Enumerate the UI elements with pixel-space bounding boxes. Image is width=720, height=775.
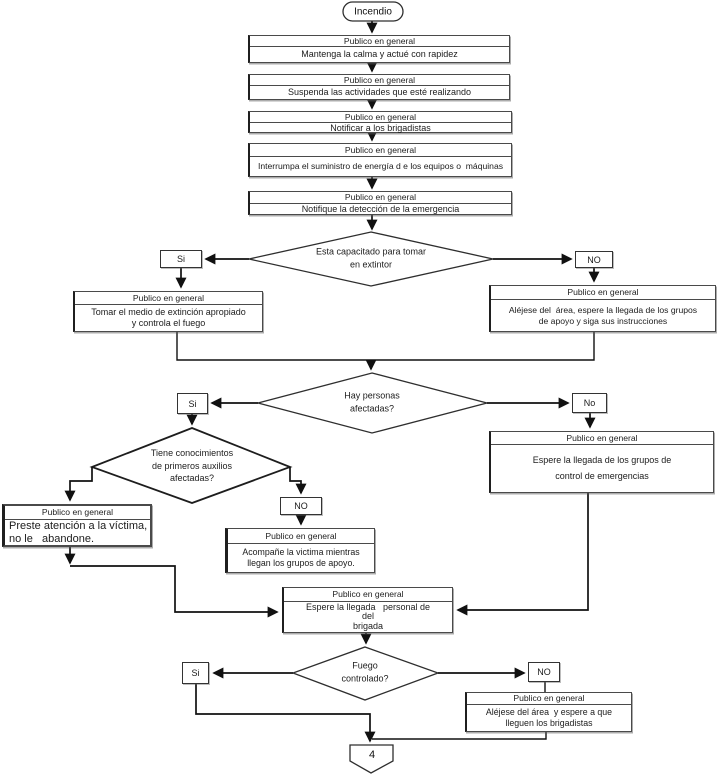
decision-fuego-label: Fuego controlado?: [341, 660, 389, 683]
box-header: Publico en general: [250, 144, 511, 157]
box-body: Interrumpa el suministro de energía d e …: [257, 161, 504, 172]
decision-conocimientos-label: Tiene conocimientos de primeros auxilios…: [150, 448, 234, 484]
offpage-connector-label: 4: [368, 749, 376, 761]
box-body: Mantenga la calma y actué con rapidez: [301, 48, 458, 59]
arrow-preste-espere-personal: [70, 565, 279, 618]
no4-tag: NO: [528, 662, 560, 682]
box-header: Publico en general: [250, 112, 511, 123]
box-body: Aléjese del área, espere la llegada de l…: [508, 304, 698, 326]
yes1-tag: Si: [160, 250, 202, 268]
box-header: Publico en general: [5, 506, 150, 520]
decision-fuego-diamond: [291, 646, 440, 701]
box-notifique-emergencia: Publico en general Notifique la detecció…: [248, 191, 512, 215]
box-body: Aléjese del área y espere a que lleguen …: [485, 707, 613, 728]
box-header: Publico en general: [250, 36, 509, 47]
box-header: Publico en general: [284, 588, 452, 602]
decision-personas-diamond: [255, 372, 490, 434]
box-header: Publico en general: [228, 529, 374, 544]
decision-conocimientos-diamond: [89, 427, 293, 504]
box-body: Notifique la detección de la emergencia: [301, 204, 460, 214]
start-label: Incendio: [354, 6, 392, 18]
box-notificar-brigadistas: Publico en general Notificar a los briga…: [248, 111, 512, 133]
box-preste-atencion: Publico en general Preste atención a la …: [2, 504, 152, 547]
box-espere-personal-brigada: Publico en general Espere la llegada per…: [282, 587, 453, 633]
no1-tag: NO: [575, 251, 613, 268]
box-interrumpa-energia: Publico en general Interrumpa el suminis…: [248, 143, 512, 177]
box-header: Publico en general: [250, 75, 509, 86]
yes3-tag: Si: [182, 662, 209, 684]
no3-tag: NO: [280, 497, 322, 515]
decision-capacitado-label: Esta capacitado para tomar en extintor: [315, 246, 427, 269]
box-body: Espere la llegada de los grupos de contr…: [532, 455, 672, 481]
box-body: Preste atención a la víctima, no le aban…: [9, 520, 148, 545]
box-suspenda-actividades: Publico en general Suspenda las activida…: [248, 74, 510, 100]
box-header: Publico en general: [75, 292, 262, 305]
arrow-grupos-espere-personal: [456, 493, 589, 616]
box-header: Publico en general: [467, 693, 631, 705]
offpage-connector-shape: [349, 744, 394, 774]
box-tomar-extincion: Publico en general Tomar el medio de ext…: [73, 291, 263, 332]
box-header: Publico en general: [250, 192, 511, 204]
box-mantenga-calma: Publico en general Mantenga la calma y a…: [248, 35, 510, 63]
box-alejese-brigadistas: Publico en general Aléjese del área y es…: [465, 692, 632, 732]
box-body: Notificar a los brigadistas: [330, 123, 431, 133]
decision-personas-label: Hay personas afectadas?: [344, 390, 400, 413]
arrow-d3-left-preste: [64, 467, 93, 502]
no2-tag: No: [572, 393, 607, 413]
box-header: Publico en general: [491, 286, 715, 300]
box-body: Acompañe la victima mientras llegan los …: [242, 547, 360, 568]
box-espere-grupos-control: Publico en general Espere la llegada de …: [489, 431, 714, 493]
decision-capacitado-diamond: [248, 231, 494, 287]
box-body: Tomar el medio de extinción apropiado y …: [91, 306, 246, 328]
start-terminator-shape: [342, 1, 404, 22]
box-header: Publico en general: [491, 432, 713, 445]
arrow-d3-right-no: [289, 467, 307, 495]
box-alejese-area-apoyo: Publico en general Aléjese del área, esp…: [489, 285, 716, 332]
arrow-si3-connector: [195, 684, 376, 743]
box-acompane-victima: Publico en general Acompañe la victima m…: [225, 528, 375, 573]
box-body: Espere la llegada personal de del brigad…: [305, 601, 431, 631]
box-body: Suspenda las actividades que esté realiz…: [287, 86, 472, 97]
wire-merge-d2: [176, 331, 595, 361]
yes2-tag: Si: [177, 393, 208, 414]
wire-alejese2-connector: [372, 732, 547, 740]
